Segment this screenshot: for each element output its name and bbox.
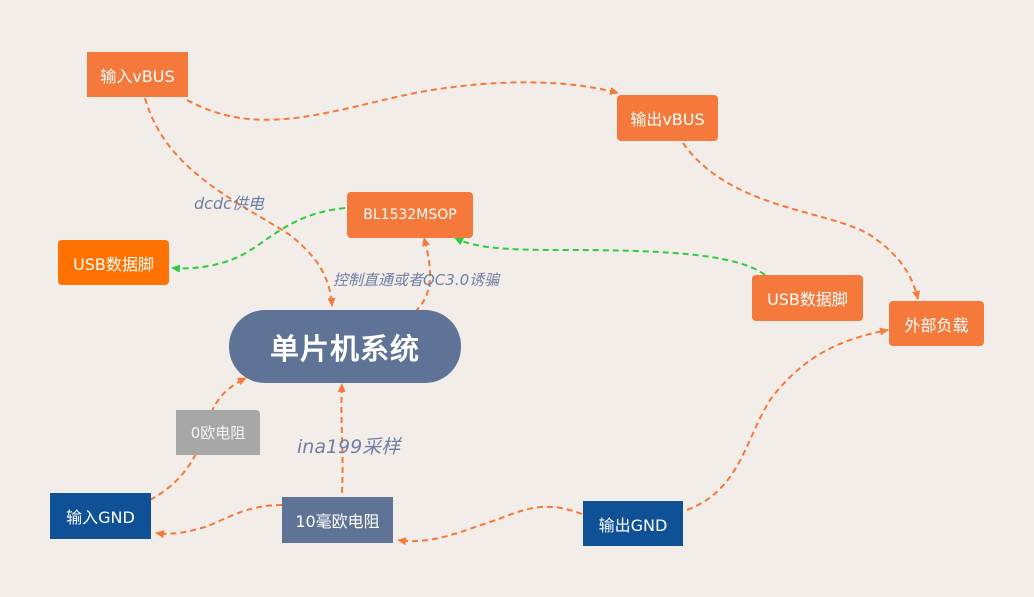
- node-output-gnd[interactable]: 输出GND: [583, 501, 683, 546]
- node-usb-data-left[interactable]: USB数据脚: [58, 240, 169, 285]
- edge-zero-ohm-to-center: [149, 377, 247, 501]
- node-input-vbus[interactable]: 输入vBUS: [87, 52, 188, 97]
- edge-shunt-to-center: [337, 383, 346, 494]
- edge-bl1532-to-usb-left: [171, 207, 346, 273]
- node-output-vbus[interactable]: 输出vBUS: [617, 95, 718, 141]
- node-zero-ohm-resistor[interactable]: 0欧电阻: [176, 410, 260, 455]
- edge-center-to-bl1532: [414, 237, 432, 313]
- node-input-gnd[interactable]: 输入GND: [50, 493, 151, 539]
- edge-output-gnd-to-shunt: [397, 505, 583, 546]
- node-external-load[interactable]: 外部负载: [889, 301, 984, 346]
- node-mcu-system[interactable]: 单片机系统: [229, 310, 461, 383]
- label-dcdc: dcdc供电: [194, 194, 264, 213]
- node-bl1532[interactable]: BL1532MSOP: [347, 192, 473, 238]
- edge-output-vbus-to-load: [682, 142, 920, 300]
- edge-output-gnd-to-load: [686, 327, 889, 511]
- edge-input-vbus-to-center: [144, 97, 336, 307]
- label-control: 控制直通或者QC3.0诱骗: [333, 271, 500, 289]
- edge-input-vbus-to-output-vbus: [186, 81, 619, 121]
- node-usb-data-right[interactable]: USB数据脚: [752, 275, 863, 321]
- edge-usb-right-to-bl1532: [454, 237, 766, 276]
- node-10mohm-resistor[interactable]: 10毫欧电阻: [282, 497, 393, 543]
- edge-shunt-to-input-gnd: [155, 504, 283, 539]
- label-ina: ina199采样: [297, 436, 401, 458]
